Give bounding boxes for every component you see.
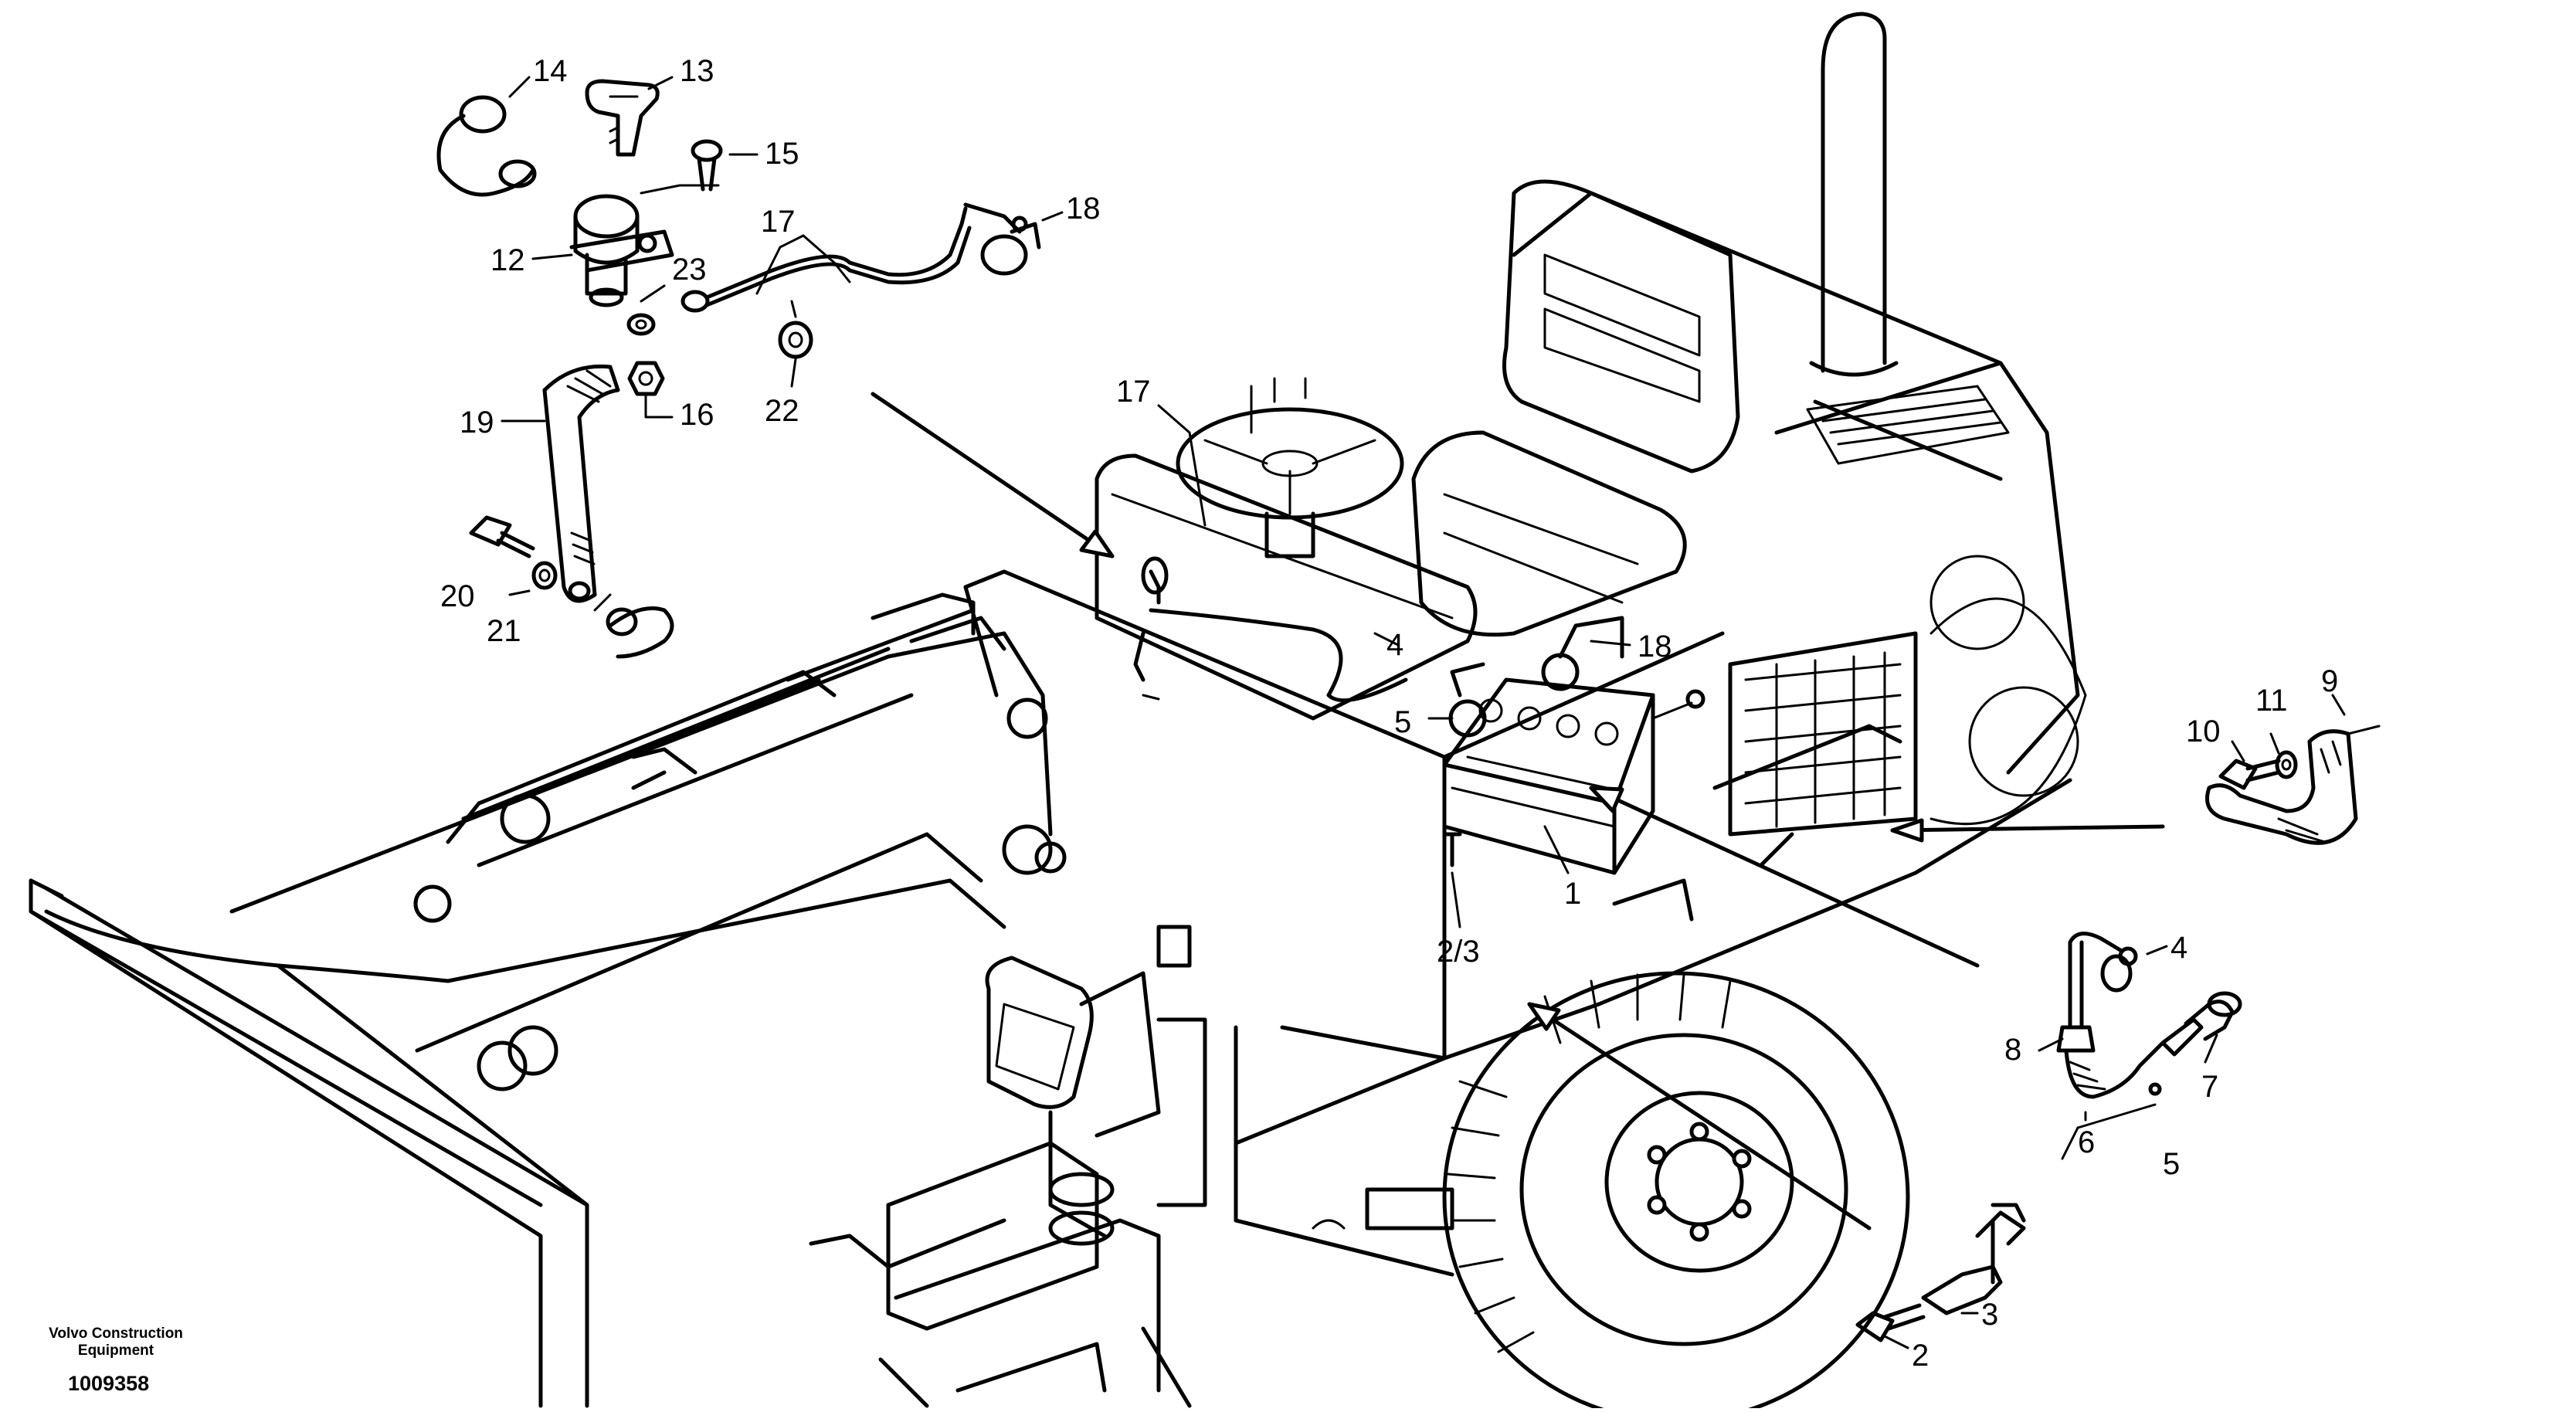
- part-13-key: [585, 79, 660, 157]
- hood-grille: [1806, 385, 2010, 465]
- callout-17-mid: 17: [1116, 375, 1151, 409]
- part-3-sleeve: [1921, 1203, 2026, 1315]
- cable-routing: [1133, 556, 1408, 703]
- callout-17-top: 17: [761, 205, 796, 239]
- callout-18-mid: 18: [1638, 630, 1672, 664]
- callout-9: 9: [2321, 664, 2338, 698]
- drawing-number: 1009358: [68, 1372, 149, 1395]
- loader-arms: [29, 592, 1067, 1408]
- part-11-washer: [2275, 750, 2298, 779]
- callout-11: 11: [2255, 684, 2288, 718]
- operator-seat: [1411, 179, 1740, 637]
- callout-labels: 14 13 15 18 17 12 23 19 16 22 20 21 17 4…: [440, 54, 2338, 1373]
- wheel: [1442, 971, 1910, 1412]
- callout-7: 7: [2201, 1070, 2218, 1104]
- callout-8: 8: [2004, 1033, 2021, 1067]
- callout-15: 15: [765, 137, 799, 171]
- brand-line-1: Volvo Construction: [49, 1325, 183, 1342]
- wheel-loader-drawing: [29, 12, 2087, 1412]
- part-22-grommet: [778, 321, 813, 359]
- callout-5-mid: 5: [1394, 705, 1411, 739]
- part-14-cap: [436, 95, 537, 197]
- part-9-strap: [2205, 725, 2381, 845]
- battery: [1442, 616, 1705, 875]
- strap-mount-detail: [608, 606, 674, 659]
- callout-18-top: 18: [1066, 192, 1101, 226]
- callout-19: 19: [460, 406, 494, 440]
- callout-14: 14: [533, 54, 568, 88]
- part-5-ground-cable: [2056, 932, 2242, 1099]
- callout-2-3: 2/3: [1437, 935, 1480, 969]
- drawing-footer: Volvo Construction Equipment 1009358: [49, 1325, 183, 1395]
- part-23-washer: [626, 313, 656, 336]
- callout-4-right: 4: [2170, 931, 2187, 965]
- radiator-grille: [1728, 631, 1918, 837]
- callout-21: 21: [487, 614, 521, 648]
- callout-6: 6: [2078, 1125, 2095, 1159]
- part-10-bolt: [2218, 759, 2281, 790]
- front-lower-assembly: [809, 925, 1207, 1408]
- pointer-arrows: [871, 392, 2165, 1230]
- callout-12: 12: [490, 243, 525, 277]
- callout-23: 23: [672, 253, 707, 287]
- part-18-clamp: [963, 202, 1041, 276]
- brand-line-2: Equipment: [78, 1342, 154, 1359]
- callout-4-mid: 4: [1386, 628, 1403, 662]
- callout-16: 16: [680, 398, 714, 432]
- part-15-screw: [691, 139, 723, 192]
- part-19-strap: [542, 364, 620, 603]
- callout-13: 13: [680, 54, 714, 88]
- callout-5-right: 5: [2163, 1147, 2180, 1181]
- callout-3: 3: [1981, 1298, 1998, 1332]
- callout-10: 10: [2186, 714, 2221, 748]
- part-21-washer: [531, 561, 558, 590]
- callout-20: 20: [440, 579, 475, 613]
- part-12-ignition-switch: [569, 194, 674, 307]
- front-frame: [963, 569, 2072, 1277]
- callout-2: 2: [1912, 1339, 1929, 1373]
- part-20-bolt: [469, 515, 535, 558]
- part-17-cable: [680, 206, 972, 313]
- callout-1: 1: [1564, 877, 1581, 911]
- leader-lines: [501, 76, 2346, 1349]
- callout-22: 22: [765, 394, 799, 428]
- part-16-nut: [627, 361, 665, 396]
- part-2-bolt: [1855, 1303, 1926, 1342]
